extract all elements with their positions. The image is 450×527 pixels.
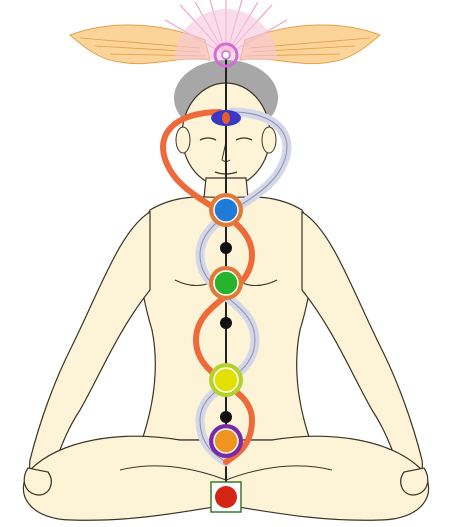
left-hand xyxy=(23,467,52,496)
knot-dot-1 xyxy=(220,242,232,254)
right-hand xyxy=(400,467,429,496)
body-detail-lines xyxy=(119,279,333,481)
third-eye-chakra xyxy=(211,110,241,126)
knot-dot-2 xyxy=(220,317,232,329)
left-eye xyxy=(199,137,217,141)
sacral-chakra xyxy=(209,424,243,458)
throat-chakra xyxy=(209,193,243,227)
knot-dot-3 xyxy=(220,411,232,423)
right-ear xyxy=(261,126,277,154)
left-ear xyxy=(175,126,191,154)
root-chakra xyxy=(210,481,242,513)
crown-chakra xyxy=(213,42,239,68)
right-eye xyxy=(235,137,253,141)
crown-halo xyxy=(175,9,277,60)
solar-plexus-chakra xyxy=(209,363,243,397)
heart-chakra xyxy=(209,266,243,300)
